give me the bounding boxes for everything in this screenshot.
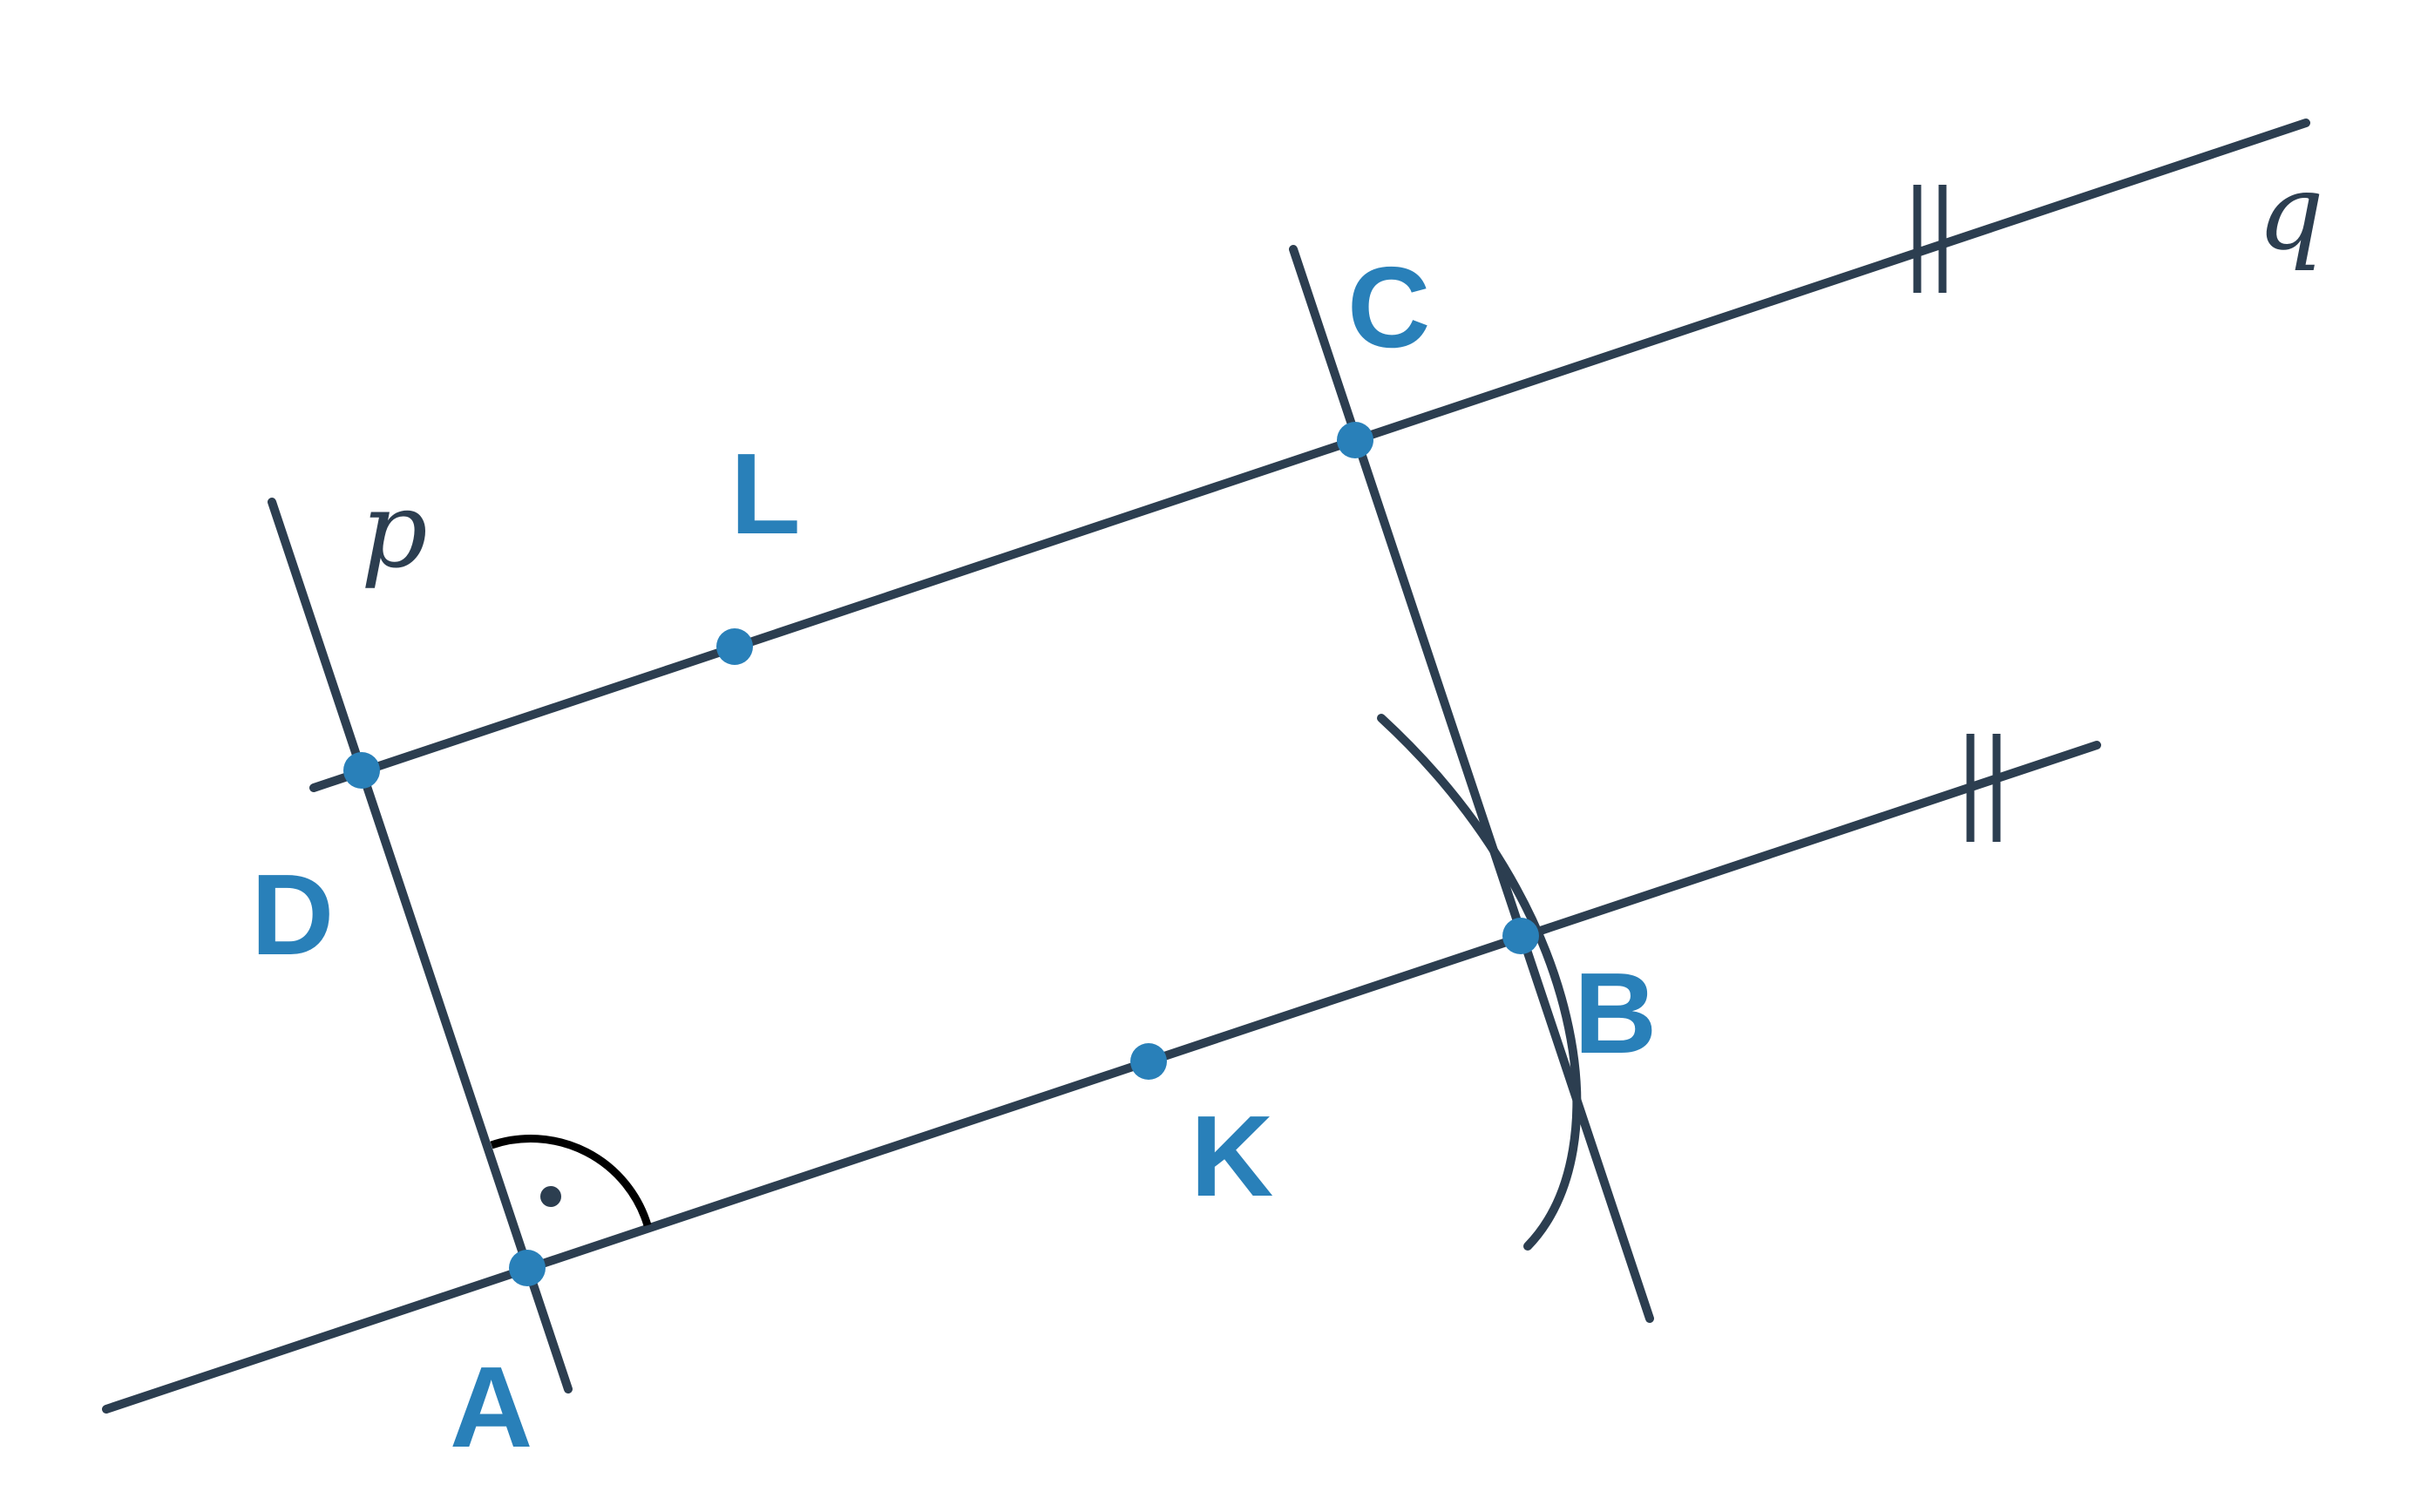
line-q <box>309 119 2310 792</box>
label-l: L <box>730 430 801 558</box>
point-a <box>509 1250 546 1286</box>
label-line-q: q <box>2257 153 2324 274</box>
label-c: C <box>1347 243 1430 371</box>
point-l <box>716 628 753 665</box>
point-b <box>1502 918 1539 954</box>
label-a: A <box>450 1343 532 1471</box>
line-ab <box>102 741 2101 1414</box>
label-line-p: p <box>361 471 428 592</box>
compass-arc <box>1377 714 1582 1251</box>
label-d: D <box>251 851 334 979</box>
label-b: B <box>1574 949 1657 1077</box>
point-d <box>343 752 380 789</box>
right-angle-mark <box>490 1135 652 1227</box>
right-angle-dot <box>540 1186 561 1207</box>
line-p <box>268 498 573 1393</box>
line-bc <box>1289 245 1654 1323</box>
point-k <box>1130 1043 1167 1080</box>
label-k: K <box>1190 1092 1273 1220</box>
point-c <box>1337 422 1373 458</box>
